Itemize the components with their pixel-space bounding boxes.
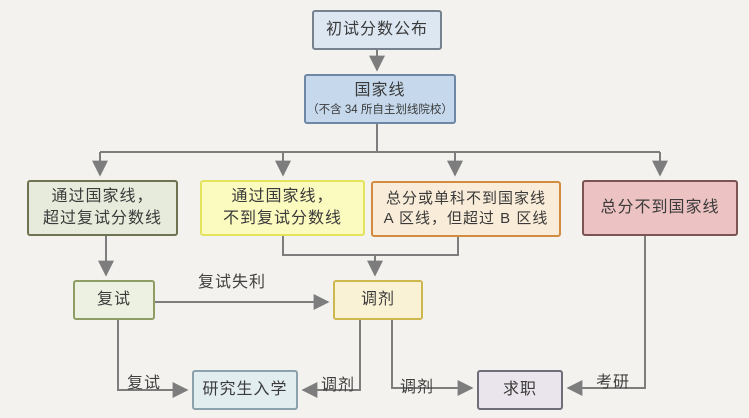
node-below-a-above-b-line2: A 区线，但超过 B 区线 bbox=[383, 210, 549, 227]
node-below-national-label: 总分不到国家线 bbox=[600, 199, 720, 217]
label-retest-success-line1: 复试 bbox=[127, 375, 162, 392]
label-exam-fail: 考研 失败 bbox=[596, 335, 630, 418]
node-retest: 复试 bbox=[73, 280, 155, 320]
node-pass-above-line2: 超过复试分数线 bbox=[42, 210, 162, 227]
node-retest-label: 复试 bbox=[96, 291, 131, 309]
label-adjustment-fail-line1: 调剂 bbox=[400, 379, 435, 396]
edge-adjustment-fail bbox=[391, 320, 474, 396]
node-enrollment-label: 研究生入学 bbox=[202, 381, 288, 399]
edge-exam-fail bbox=[566, 236, 646, 396]
node-job-hunting-label: 求职 bbox=[502, 381, 537, 399]
node-pass-below-line1: 通过国家线， bbox=[231, 188, 334, 206]
node-below-a-above-b-line1: 总分或单科不到国家线 bbox=[385, 189, 546, 207]
node-pass-above-retest-line: 通过国家线， 超过复试分数线 bbox=[27, 180, 178, 236]
node-below-a-above-b: 总分或单科不到国家线 A 区线，但超过 B 区线 bbox=[371, 181, 561, 237]
node-scores-published-label: 初试分数公布 bbox=[325, 21, 428, 39]
label-adjustment-fail: 调剂 失败 bbox=[400, 340, 434, 418]
label-adjustment-success-line1: 调剂 bbox=[321, 377, 356, 394]
node-pass-below-line2: 不到复试分数线 bbox=[222, 210, 342, 227]
node-scores-published: 初试分数公布 bbox=[312, 10, 442, 50]
edge-retest-success bbox=[117, 320, 189, 398]
node-job-hunting: 求职 bbox=[477, 370, 563, 410]
node-national-line-sublabel: （不含 34 所自主划线院校） bbox=[307, 103, 453, 116]
node-pass-below-retest-line: 通过国家线， 不到复试分数线 bbox=[200, 180, 365, 236]
node-enrollment: 研究生入学 bbox=[192, 370, 298, 410]
edge-branch23-merge bbox=[282, 236, 459, 256]
node-national-line-label: 国家线 bbox=[354, 82, 406, 100]
node-pass-above-line1: 通过国家线， bbox=[51, 188, 154, 206]
label-exam-fail-line1: 考研 bbox=[596, 374, 631, 391]
label-retest-success: 复试 成功 bbox=[127, 336, 161, 418]
label-adjustment-success: 调剂 成功 bbox=[321, 338, 355, 418]
node-adjustment: 调剂 bbox=[333, 280, 423, 320]
node-below-national-line: 总分不到国家线 bbox=[582, 180, 738, 236]
node-national-line: 国家线 （不含 34 所自主划线院校） bbox=[304, 74, 456, 124]
label-retest-fail: 复试失利 bbox=[198, 274, 267, 291]
node-adjustment-label: 调剂 bbox=[360, 291, 395, 309]
edge-adjustment-success bbox=[301, 320, 361, 398]
